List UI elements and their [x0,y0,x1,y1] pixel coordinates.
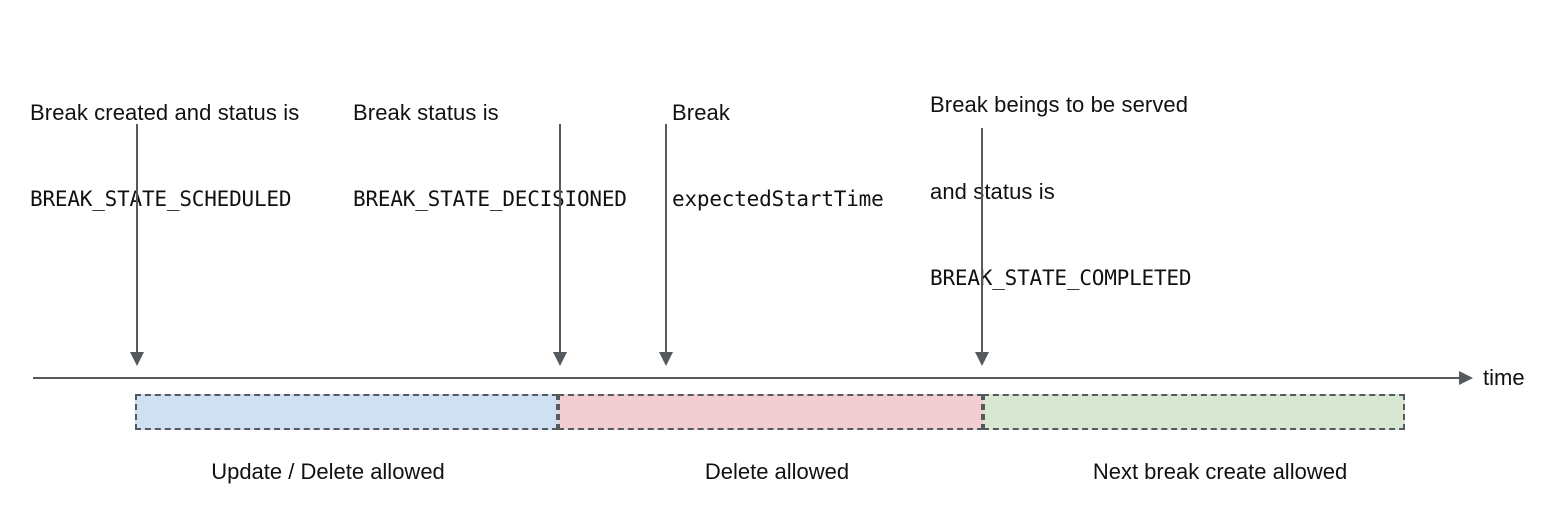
arrow-stem [981,128,983,353]
annotation-break-created: Break created and status is BREAK_STATE_… [30,40,299,272]
pointer-arrow-break-expected-start-time [659,124,673,366]
annotation-line: Break status is [353,100,499,125]
annotation-line-constant: BREAK_STATE_COMPLETED [930,266,1192,290]
annotation-line-constant: BREAK_STATE_SCHEDULED [30,187,292,211]
pointer-arrow-break-completed [975,128,989,366]
arrow-stem [665,124,667,353]
arrow-stem [136,124,138,353]
annotation-line-constant: expectedStartTime [672,187,884,211]
arrow-head-down-icon [659,352,673,366]
phase-caption-scheduled: Update / Delete allowed [211,459,445,484]
pointer-arrow-break-created [130,124,144,366]
arrow-head-down-icon [975,352,989,366]
arrow-head-down-icon [553,352,567,366]
annotation-line: Break created and status is [30,100,300,125]
time-axis-label: time [1483,365,1525,390]
annotation-line: Break beings to be served [930,92,1189,117]
phase-bar-scheduled [135,394,558,430]
arrow-head-down-icon [130,352,144,366]
annotation-line-constant: BREAK_STATE_DECISIONED [353,187,627,211]
annotation-break-decisioned: Break status is BREAK_STATE_DECISIONED [353,40,627,272]
pointer-arrow-break-decisioned [553,124,567,366]
arrow-stem [559,124,561,353]
annotation-line: Break [672,100,730,125]
time-axis [33,371,1473,385]
arrow-head-right-icon [1459,371,1473,385]
annotation-line: and status is [930,179,1055,204]
axis-line [33,377,1460,379]
phase-bar-completed [983,394,1405,430]
phase-bar-decisioned [558,394,983,430]
phase-caption-decisioned: Delete allowed [704,459,850,484]
annotation-break-completed: Break beings to be served and status is … [930,32,1192,351]
annotation-break-expected-start-time: Break expectedStartTime [672,40,884,272]
phase-caption-completed: Next break create allowed [1092,459,1348,484]
